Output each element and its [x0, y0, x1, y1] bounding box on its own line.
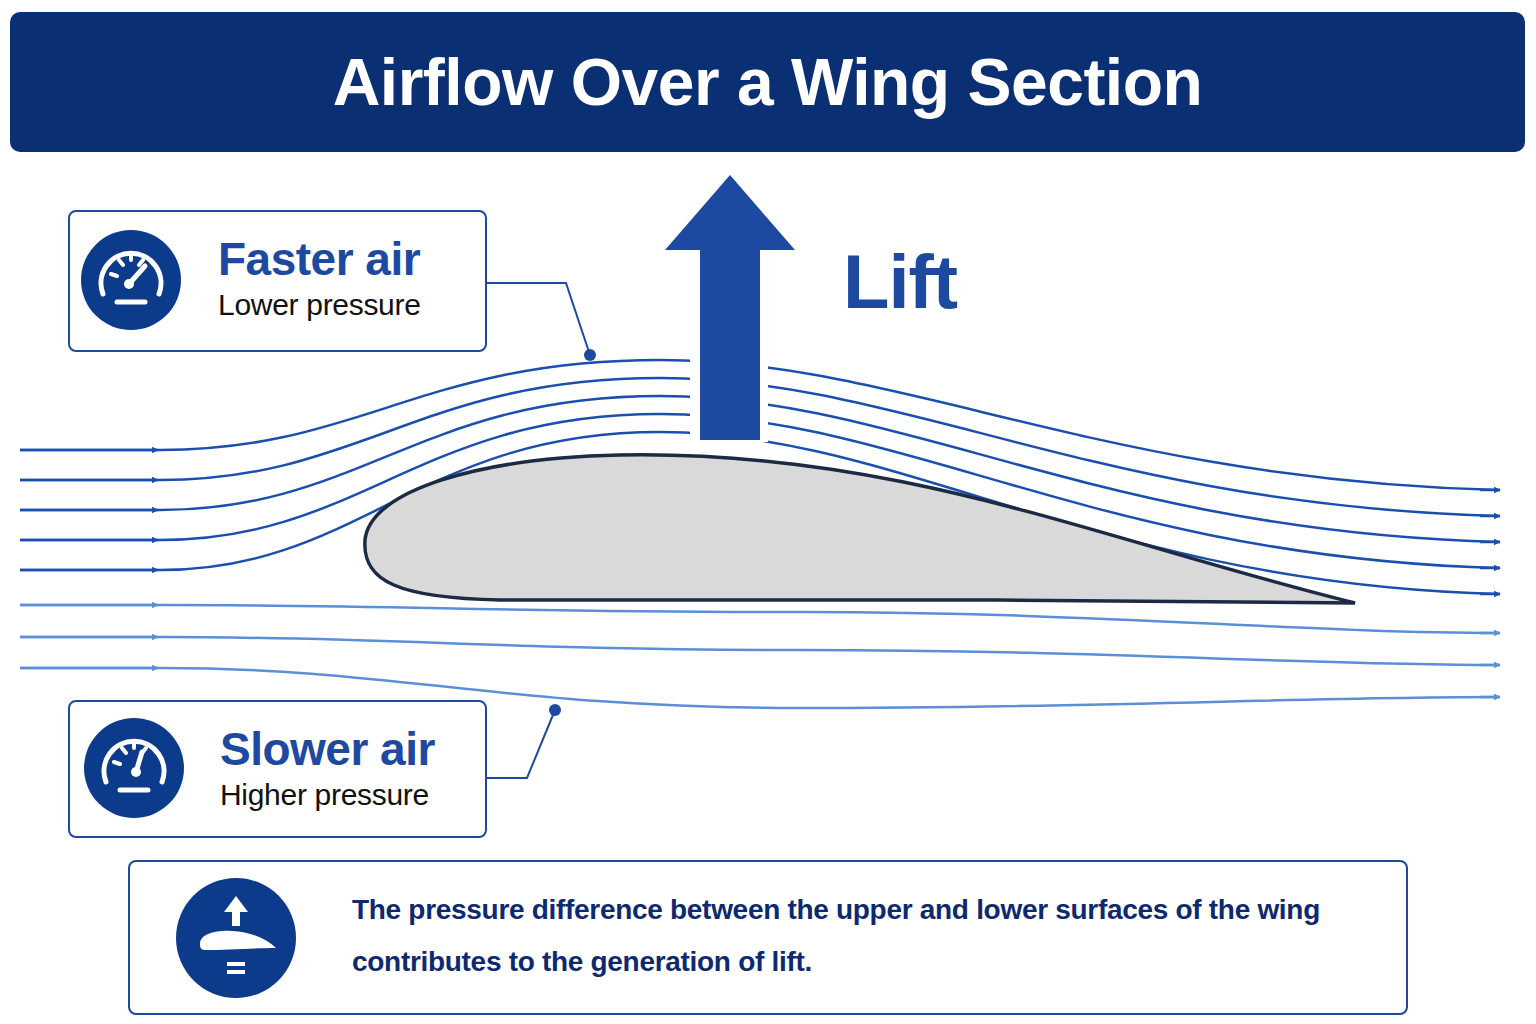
title-text: Airflow Over a Wing Section	[333, 44, 1203, 120]
streamline-arrow	[1480, 541, 1500, 544]
streamline-arrow	[20, 636, 158, 639]
streamline-arrow	[1480, 664, 1500, 667]
leader-dot	[549, 704, 561, 716]
streamline-arrow	[20, 569, 158, 572]
force-label: Lift	[843, 238, 957, 325]
node-text: Lower pressure	[218, 285, 475, 324]
gauge-icon	[84, 718, 184, 818]
callout-box: Faster airLower pressure	[68, 210, 487, 352]
leader-line	[487, 283, 590, 355]
lift-arrow	[665, 175, 795, 440]
streamline-arrow	[20, 604, 158, 607]
node-heading: Faster air	[218, 234, 475, 285]
note-box: The pressure difference between the uppe…	[128, 860, 1408, 1015]
streamline-arrow	[1480, 696, 1500, 699]
lift-icon	[176, 878, 296, 998]
gauge-icon	[81, 230, 181, 330]
streamline-arrow	[1480, 567, 1500, 570]
callout-box: Slower airHigher pressure	[68, 700, 487, 838]
streamline-arrow	[20, 509, 158, 512]
leader-dot	[584, 349, 596, 361]
streamline	[20, 637, 1500, 665]
node-heading: Slower air	[220, 724, 475, 775]
streamline-arrow	[1480, 593, 1500, 596]
streamline-arrow	[20, 449, 158, 452]
streamline-arrow	[1480, 632, 1500, 635]
title-banner: Airflow Over a Wing Section	[10, 12, 1525, 152]
streamline-arrow	[1480, 489, 1500, 492]
leader-line	[487, 710, 555, 778]
streamline-arrow	[20, 479, 158, 482]
streamline-arrow	[1480, 515, 1500, 518]
streamline-arrow	[20, 667, 158, 670]
node-text: Higher pressure	[220, 775, 475, 814]
wing-section	[365, 455, 1355, 603]
node-heading: The pressure difference between the uppe…	[352, 884, 1376, 988]
streamline-arrow	[20, 539, 158, 542]
streamline	[20, 605, 1500, 633]
